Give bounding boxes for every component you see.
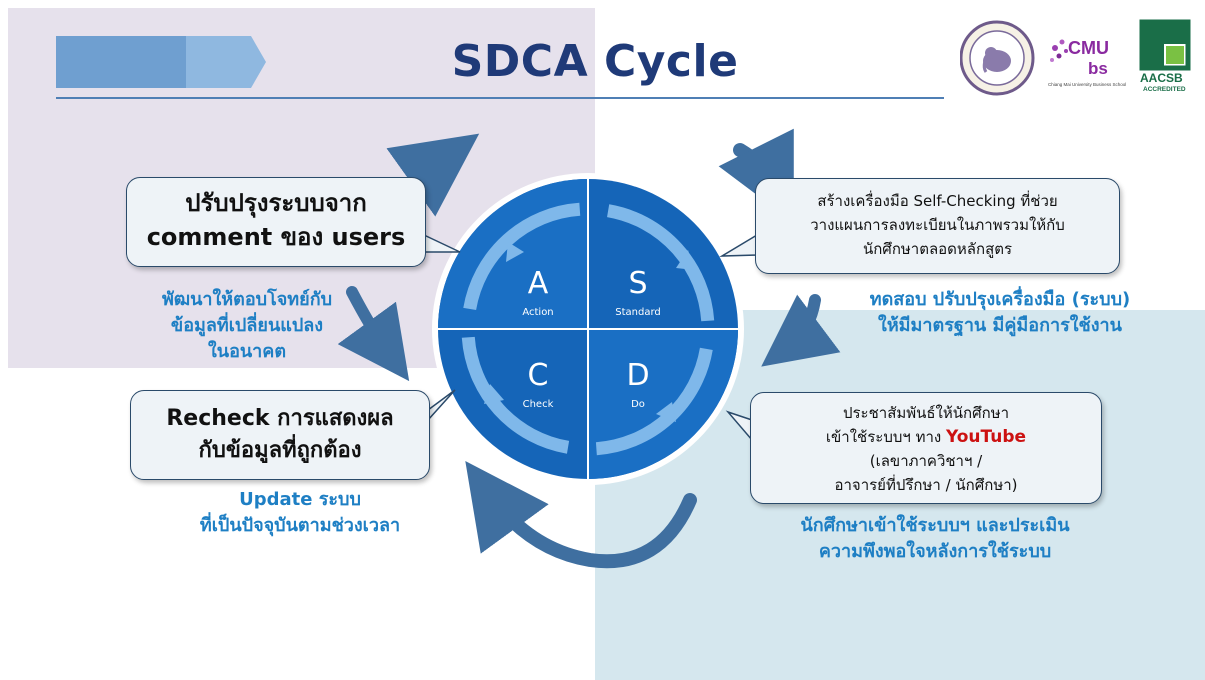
- standard-callout-line1: สร้างเครื่องมือ Self-Checking ที่ช่วย: [817, 192, 1058, 210]
- ring-arrowhead-bottom-left: [484, 384, 504, 404]
- ring-arrowhead-top-left: [506, 242, 524, 262]
- cmubs-logo-text: CMU: [1068, 38, 1109, 58]
- svg-text:ACCREDITED: ACCREDITED: [1143, 86, 1186, 93]
- check-subtext: Update ระบบ ที่เป็นปัจจุบันตามช่วงเวลา: [150, 487, 450, 539]
- action-subtext-line2: ข้อมูลที่เปลี่ยนแปลง: [170, 315, 324, 336]
- youtube-highlight: YouTube: [946, 427, 1027, 447]
- check-callout-line2: กับข้อมูลที่ถูกต้อง: [198, 438, 362, 463]
- standard-callout: สร้างเครื่องมือ Self-Checking ที่ช่วย วา…: [755, 178, 1120, 274]
- standard-subtext-line1: ทดสอบ ปรับปรุงเครื่องมือ (ระบบ): [869, 289, 1131, 310]
- do-callout-line3: (เลขาภาควิชาฯ /: [869, 452, 983, 470]
- logos-group: CMU bs Chiang Mai University Business Sc…: [960, 19, 1191, 96]
- do-subtext-line2: ความพึงพอใจหลังการใช้ระบบ: [818, 541, 1052, 562]
- outer-arrow-top-left: [386, 133, 480, 217]
- standard-callout-line3: นักศึกษาตลอดหลักสูตร: [862, 240, 1013, 258]
- do-callout-line1: ประชาสัมพันธ์ให้นักศึกษา: [842, 404, 1010, 422]
- aacsb-logo: AACSB ACCREDITED: [1139, 19, 1191, 93]
- quadrant-a-label: Action: [522, 307, 553, 318]
- quadrant-c-label: Check: [523, 399, 554, 410]
- do-callout-line2-prefix: เข้าใช้ระบบฯ ทาง: [825, 428, 942, 446]
- title-ribbon-shape: [56, 36, 266, 88]
- outer-arrow-right: [761, 294, 841, 367]
- ring-arrowhead-top-right: [676, 250, 694, 270]
- do-callout-line4: อาจารย์ที่ปรึกษา / นักศึกษา): [834, 476, 1018, 494]
- cmubs-logo: CMU bs Chiang Mai University Business Sc…: [1048, 38, 1126, 87]
- quadrant-d-label: Do: [631, 399, 645, 410]
- title-underline: [56, 97, 944, 99]
- action-callout-line1: ปรับปรุงระบบจาก: [185, 189, 367, 217]
- standard-subtext-line2: ให้มีมาตรฐาน มีคู่มือการใช้งาน: [878, 315, 1122, 336]
- quadrant-d-letter: D: [626, 358, 649, 393]
- check-callout-line1: Recheck การแสดงผล: [166, 406, 394, 431]
- check-subtext-line2: ที่เป็นปัจจุบันตามช่วงเวลา: [199, 515, 401, 536]
- page-title: SDCA Cycle: [451, 36, 739, 87]
- ring-arrowhead-bottom-right: [656, 402, 676, 422]
- action-callout-line2: comment ของ users: [146, 223, 406, 251]
- quadrant-a-letter: A: [528, 266, 549, 301]
- check-subtext-line1: Update ระบบ: [239, 489, 361, 510]
- check-callout: Recheck การแสดงผล กับข้อมูลที่ถูกต้อง: [130, 390, 430, 480]
- quadrant-s-letter: S: [628, 266, 647, 301]
- svg-text:bs: bs: [1088, 59, 1108, 78]
- do-callout-line2: เข้าใช้ระบบฯ ทาง YouTube: [751, 425, 1101, 449]
- svg-text:Chiang Mai University Business: Chiang Mai University Business School: [1048, 82, 1126, 87]
- action-callout: ปรับปรุงระบบจาก comment ของ users: [126, 177, 426, 267]
- outer-arrow-left: [337, 286, 410, 382]
- outer-arrow-bottom: [465, 461, 697, 569]
- quadrant-c-letter: C: [528, 358, 549, 393]
- aacsb-logo-text: AACSB: [1140, 71, 1183, 85]
- standard-subtext: ทดสอบ ปรับปรุงเครื่องมือ (ระบบ) ให้มีมาต…: [800, 287, 1200, 339]
- quadrant-s-label: Standard: [615, 307, 661, 318]
- university-seal-icon: [960, 20, 1035, 96]
- action-subtext-line1: พัฒนาให้ตอบโจทย์กับ: [161, 289, 333, 310]
- do-subtext-line1: นักศึกษาเข้าใช้ระบบฯ และประเมิน: [800, 515, 1070, 536]
- do-subtext: นักศึกษาเข้าใช้ระบบฯ และประเมิน ความพึงพ…: [760, 513, 1110, 565]
- action-subtext-line3: ในอนาคต: [207, 341, 287, 362]
- do-callout: ประชาสัมพันธ์ให้นักศึกษา เข้าใช้ระบบฯ ทา…: [750, 392, 1102, 504]
- action-subtext: พัฒนาให้ตอบโจทย์กับ ข้อมูลที่เปลี่ยนแปลง…: [118, 287, 376, 365]
- standard-callout-line2: วางแผนการลงทะเบียนในภาพรวมให้กับ: [810, 216, 1065, 234]
